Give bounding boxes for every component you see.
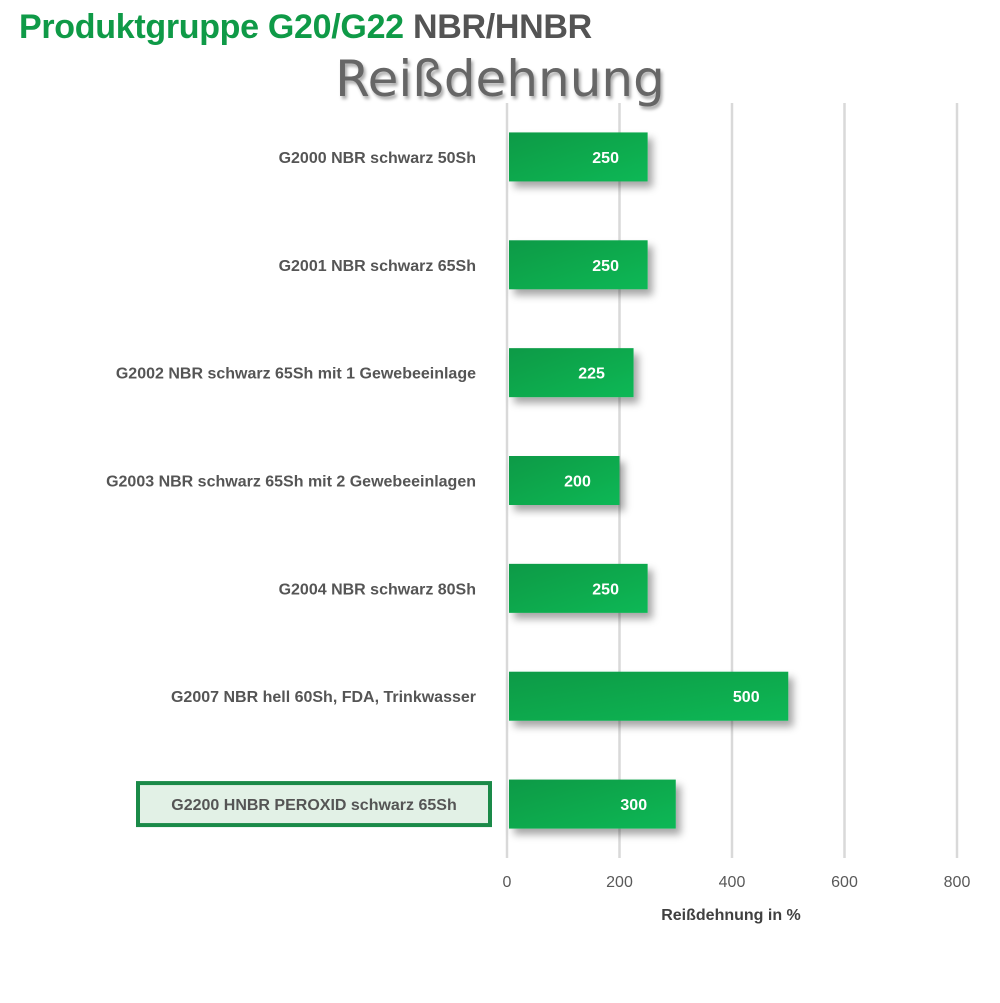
x-tick-label: 0 — [503, 874, 512, 891]
bar-value-label: 500 — [733, 689, 760, 706]
bar — [509, 671, 789, 721]
bar-value-label: 250 — [592, 150, 619, 167]
category-label: G2200 HNBR PEROXID schwarz 65Sh — [171, 797, 456, 814]
category-label: G2003 NBR schwarz 65Sh mit 2 Gewebeeinla… — [106, 474, 476, 491]
x-axis-title: Reißdehnung in % — [661, 907, 801, 924]
x-tick-label: 400 — [719, 874, 746, 891]
heading-material: NBR/HNBR — [412, 8, 592, 46]
bar-value-label: 300 — [620, 797, 647, 814]
page-heading: Produktgruppe G20/G22 NBR/HNBR — [19, 8, 592, 47]
category-label: G2004 NBR schwarz 80Sh — [279, 581, 476, 598]
bar — [509, 563, 648, 613]
bar-value-label: 250 — [592, 581, 619, 598]
category-label: G2000 NBR schwarz 50Sh — [279, 150, 476, 167]
x-tick-label: 800 — [944, 874, 971, 891]
bar-value-label: 225 — [578, 366, 605, 383]
x-tick-label: 200 — [606, 874, 633, 891]
heading-product-group: Produktgruppe G20/G22 — [19, 8, 404, 46]
bar — [509, 348, 634, 398]
gridlines — [505, 103, 959, 858]
highlight-box — [136, 781, 492, 828]
chart-subtitle: Reißdehnung — [335, 50, 665, 108]
x-tick-label: 600 — [831, 874, 858, 891]
bar-value-label: 200 — [564, 474, 591, 491]
bar — [509, 240, 648, 290]
bars: 250 250 225 200 250 500 300 — [509, 132, 789, 829]
x-axis-ticks: 0 200 400 600 800 — [503, 874, 971, 891]
bar — [509, 456, 620, 505]
bar-value-label: 250 — [592, 258, 619, 275]
bar — [509, 132, 648, 182]
category-label: G2001 NBR schwarz 65Sh — [279, 258, 476, 275]
bar — [509, 779, 676, 829]
category-label: G2007 NBR hell 60Sh, FDA, Trinkwasser — [171, 689, 476, 706]
category-label: G2002 NBR schwarz 65Sh mit 1 Gewebeeinla… — [116, 366, 476, 383]
